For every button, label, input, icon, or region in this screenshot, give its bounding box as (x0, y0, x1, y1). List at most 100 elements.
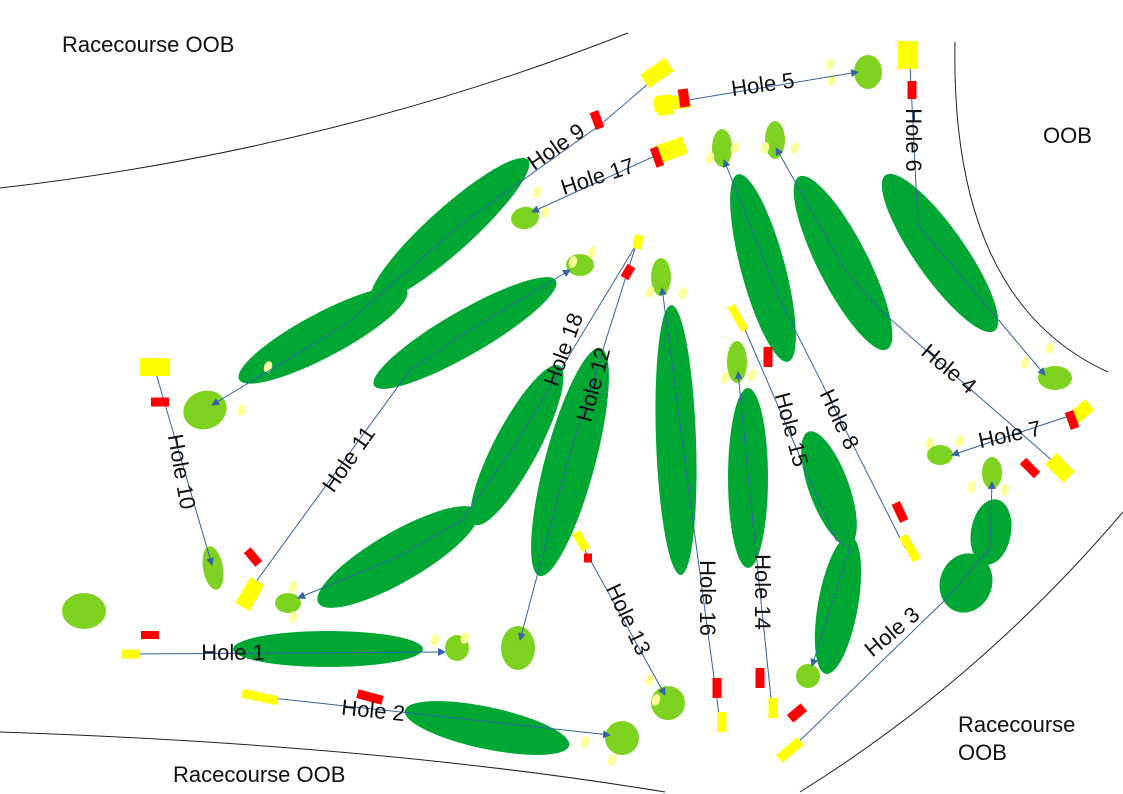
hole-label-11: Hole 11 (317, 421, 380, 496)
red-tee-marker (907, 81, 917, 99)
hole-label-3: Hole 3 (860, 602, 925, 662)
hole-label-14: Hole 14 (750, 554, 775, 630)
hole-route-line (297, 244, 637, 600)
hole-label-2: Hole 2 (340, 695, 406, 727)
hole-label-13: Hole 13 (601, 580, 656, 659)
red-tee-marker (755, 668, 765, 688)
oob-label-bottom-right-1: Racecourse (958, 712, 1075, 737)
red-tee-marker (763, 347, 773, 367)
hole-route-line (531, 149, 669, 213)
red-tee-marker (151, 397, 169, 407)
fairway (238, 286, 408, 384)
tee-box (1045, 453, 1075, 483)
fairway (404, 701, 570, 755)
hole-route-line (669, 69, 859, 104)
hole-route-line (734, 371, 773, 709)
tee-box (768, 698, 778, 718)
red-tee-marker (584, 553, 592, 563)
green (651, 258, 671, 296)
bunker (790, 142, 800, 154)
bunker (430, 634, 440, 646)
bunker (540, 206, 550, 218)
oob-label-bottom-right-2: OOB (958, 740, 1007, 765)
bunker (967, 481, 977, 493)
tees (122, 41, 1095, 763)
fairway (730, 174, 796, 362)
bunker (607, 754, 617, 766)
red-tee-marker (141, 631, 159, 639)
green (202, 546, 224, 590)
hole-route-line (517, 244, 637, 641)
fairway (793, 175, 893, 351)
red-tee-marker (712, 678, 722, 698)
tee-box (898, 41, 918, 69)
bunker (580, 736, 590, 748)
bunker (955, 435, 965, 447)
hole-label-4: Hole 4 (917, 339, 982, 399)
tee-box (632, 234, 644, 250)
green (712, 129, 732, 167)
hole-route-line (784, 481, 996, 756)
green (62, 593, 106, 629)
red-tee-marker (677, 88, 691, 108)
hole-route-line (658, 287, 721, 723)
green (605, 721, 639, 755)
fairway (470, 364, 564, 526)
green (501, 626, 535, 670)
boundary-bottom-right (799, 511, 1123, 793)
bunker (460, 632, 470, 644)
green (727, 341, 747, 383)
tee-box (727, 303, 749, 333)
bunker (720, 372, 730, 384)
fairway (531, 347, 609, 577)
hole-route-line (909, 64, 1046, 376)
tee-box (235, 577, 265, 611)
tee-box (717, 712, 727, 732)
hole-label-10: Hole 10 (163, 432, 201, 511)
hole-label-5: Hole 5 (730, 68, 796, 102)
fairway (881, 173, 999, 333)
bunker (532, 186, 542, 198)
bunker (825, 58, 835, 70)
red-tee-marker (589, 110, 605, 130)
bunker (827, 74, 837, 86)
hole-label-9: Hole 9 (523, 118, 589, 175)
hole-label-7: Hole 7 (976, 416, 1043, 454)
hole-route-line (581, 544, 666, 696)
tee-box (653, 136, 689, 164)
hole-route-line (951, 412, 1079, 457)
green (854, 55, 882, 89)
oob-label-right: OOB (1043, 123, 1092, 148)
fairway (801, 431, 857, 545)
boundary-bottom-left (0, 731, 666, 793)
tee-box (776, 737, 804, 763)
green (796, 664, 820, 688)
fairway (970, 499, 1012, 565)
bunker (645, 286, 655, 298)
bunker (1045, 342, 1055, 354)
oob-label-bottom-left: Racecourse OOB (173, 762, 345, 787)
boundary-top-left (0, 32, 629, 189)
tee-box (572, 530, 590, 552)
fairways (233, 157, 1012, 755)
tee-box (655, 93, 675, 117)
tee-box (122, 649, 140, 659)
bunker (925, 437, 935, 449)
red-tee-marker (786, 703, 808, 723)
bunker (288, 611, 298, 623)
routes (124, 64, 1079, 756)
red-tee-marker (891, 501, 909, 523)
red-tee-marker (356, 689, 384, 705)
red-tee-marker (620, 263, 636, 281)
bunker (645, 674, 655, 686)
green (275, 593, 301, 613)
bunker (747, 369, 757, 381)
oob-label-top-left: Racecourse OOB (62, 32, 234, 57)
hole-route-line (244, 694, 611, 739)
red-tee-marker (649, 146, 665, 168)
hole-route-line (211, 77, 656, 406)
hole-label-1: Hole 1 (201, 640, 265, 665)
green (765, 121, 785, 159)
bunker (1000, 484, 1010, 496)
tee-box (899, 533, 921, 563)
